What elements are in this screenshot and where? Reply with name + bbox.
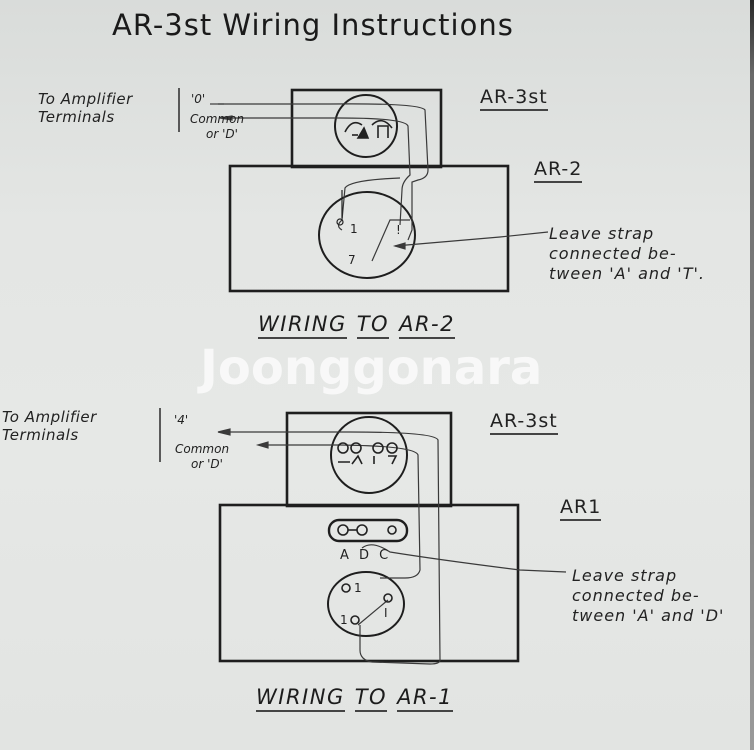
ar1-model-label: AR1 <box>560 496 602 521</box>
common-label-line2: or 'D' <box>206 127 238 141</box>
caption-word: WIRING <box>258 312 347 339</box>
ar3st-unit-box-top <box>290 88 443 169</box>
document-title: AR-3st Wiring Instructions <box>112 8 514 42</box>
amplifier-terminals-label-ar2: To Amplifier Terminals <box>38 90 133 126</box>
ar2-input-jack <box>318 191 416 279</box>
amp-label-line1: To Amplifier <box>2 408 97 426</box>
ar3st-model-label-bottom: AR-3st <box>490 410 558 435</box>
caption-wiring-to-ar2: WIRING TO AR-2 <box>258 312 465 339</box>
note-line2: connected be- <box>572 586 700 605</box>
ar2-model-label: AR-2 <box>534 158 583 183</box>
ar1-jack-pin-top: 1 <box>354 581 362 595</box>
common-label-line1: Common <box>175 442 230 456</box>
terminal-strip-letters: A D C <box>340 548 392 563</box>
terminal-4-label: '4' <box>174 413 189 427</box>
ar2-jack-pin-7: 7 <box>348 253 356 267</box>
note-line1: Leave strap <box>572 566 678 585</box>
ar1-jack-pin-right: I <box>384 606 388 620</box>
caption-word: WIRING <box>256 685 345 712</box>
amplifier-terminals-label-ar1: To Amplifier Terminals <box>2 408 97 444</box>
caption-word: AR-1 <box>397 685 453 712</box>
note-line3: tween 'A' and 'D' <box>572 606 725 625</box>
note-line2: connected be- <box>549 244 677 263</box>
common-terminal-label-ar1: Common or 'D' <box>175 442 229 472</box>
ar1-jack-pin-left: 1 <box>340 613 348 627</box>
page-edge <box>750 0 754 750</box>
ar3st-terminal-disc-top <box>334 94 398 158</box>
watermark: Joonggonara <box>200 340 543 396</box>
caption-word: TO <box>354 685 388 712</box>
ar1-terminal-strip <box>327 518 409 543</box>
note-line1: Leave strap <box>549 224 655 243</box>
strap-note-ar1: Leave strap connected be- tween 'A' and … <box>572 566 724 626</box>
common-terminal-label-ar2: Common or 'D' <box>190 112 244 142</box>
caption-word: AR-2 <box>399 312 455 339</box>
ar3st-model-label-top: AR-3st <box>480 86 548 111</box>
ar1-unit-box <box>218 503 520 663</box>
ar3st-terminal-disc-bottom <box>330 416 408 494</box>
strap-note-ar2: Leave strap connected be- tween 'A' and … <box>549 224 705 284</box>
ar1-input-jack <box>327 571 405 637</box>
amp-label-line2: Terminals <box>2 426 79 444</box>
common-label-line1: Common <box>190 112 245 126</box>
common-label-line2: or 'D' <box>191 457 223 471</box>
ar2-jack-pin-1: 1 <box>350 222 358 236</box>
caption-wiring-to-ar1: WIRING TO AR-1 <box>256 685 463 712</box>
caption-word: TO <box>356 312 390 339</box>
note-line3: tween 'A' and 'T'. <box>549 264 705 283</box>
amp-label-line1: To Amplifier <box>38 90 133 108</box>
ar2-unit-box <box>228 164 510 293</box>
amp-label-line2: Terminals <box>38 108 115 126</box>
terminal-0-label: '0' <box>191 92 206 106</box>
ar2-jack-pin-right: ! <box>396 223 401 237</box>
